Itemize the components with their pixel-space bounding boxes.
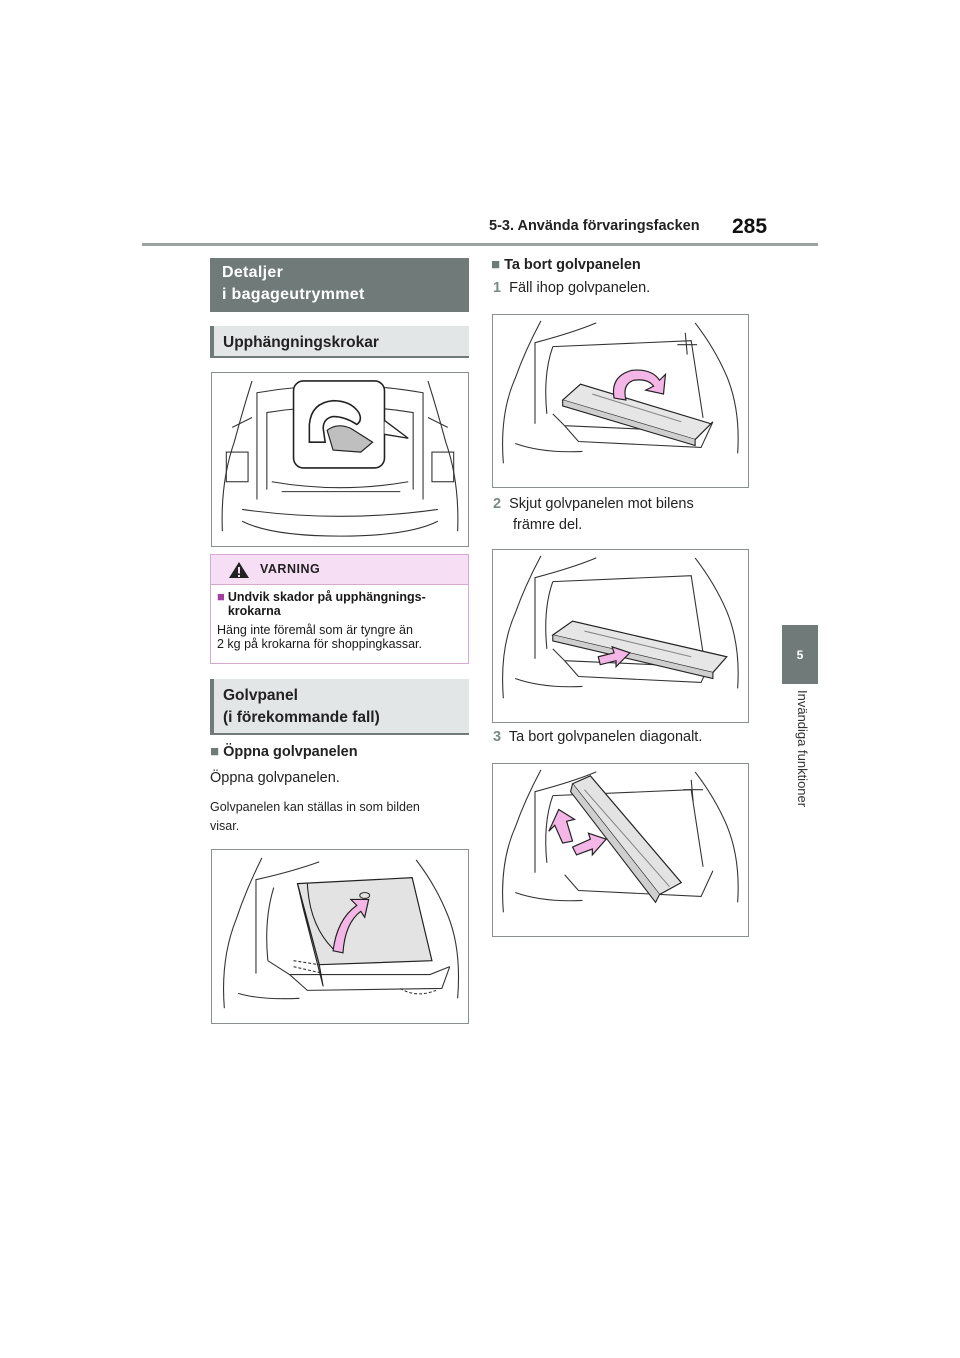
square-bullet-icon: ■ [217,589,225,604]
square-bullet-icon: ■ [210,743,220,760]
warning-header: VARNING [211,555,468,585]
warning-text: Häng inte föremål som är tyngre än 2 kg … [217,623,422,651]
warning-label: VARNING [260,562,321,576]
step-2: 2 Skjut golvpanelen mot bilens främre de… [493,496,694,533]
square-bullet-icon: ■ [491,256,501,273]
chapter-tab[interactable]: 5 [782,625,818,684]
step-3: 3 Ta bort golvpanelen diagonalt. [493,729,703,745]
section-path: 5-3. Använda förvaringsfacken [489,218,700,234]
remove-panel-illustration [492,763,749,937]
warning-subheading: ■ Undvik skador på upphängnings- krokarn… [217,589,426,619]
remove-heading: ■Ta bort golvpanelen [491,256,641,273]
step-1: 1 Fäll ihop golvpanelen. [493,280,651,296]
open-note: Golvpanelen kan ställas in som bilden vi… [210,800,420,833]
page-number: 285 [732,215,768,238]
chapter-title: Invändiga funktioner [795,690,810,808]
warning-box: VARNING ■ Undvik skador på upphängnings-… [210,554,469,664]
open-heading: ■Öppna golvpanelen [210,743,358,760]
header-rule [142,243,818,246]
floor-panel-heading: Golvpanel (i förekommande fall) [210,679,469,735]
open-panel-illustration [211,849,469,1024]
slide-panel-illustration [492,549,749,723]
hooks-illustration [211,372,469,547]
open-text: Öppna golvpanelen. [210,770,340,786]
main-heading: Detaljer i bagageutrymmet [210,258,469,312]
fold-panel-illustration [492,314,749,488]
hooks-heading: Upphängningskrokar [210,326,469,358]
warning-triangle-icon [229,562,249,578]
